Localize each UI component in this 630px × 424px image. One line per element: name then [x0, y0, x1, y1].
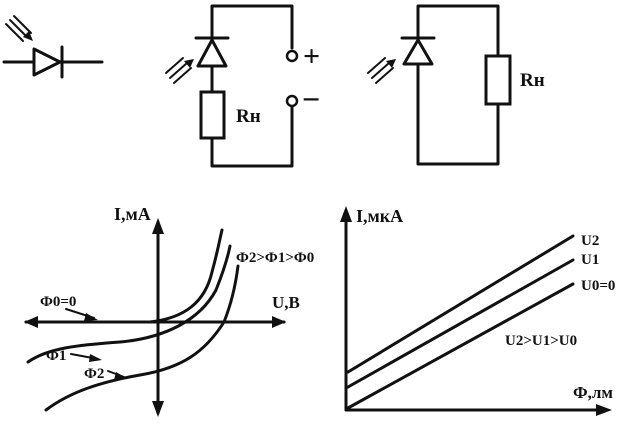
- circuit-closed-loop: Rн: [367, 4, 545, 166]
- light-rays-icon: [5, 15, 33, 42]
- light-rays-icon: [367, 57, 396, 84]
- voltage-relation-label: U2>U1>U0: [505, 333, 577, 349]
- light-characteristic-graph: I,мкА Ф,лм U2 U1 U0=0 U2>U1>U0: [340, 206, 615, 416]
- line-label-u0: U0=0: [581, 278, 615, 294]
- x-axis-label-right: Ф,лм: [573, 383, 613, 402]
- load-label: Rн: [236, 106, 261, 127]
- x-axis-label-left: U,В: [272, 293, 300, 312]
- curve-label-f0: Ф0=0: [40, 294, 76, 310]
- iv-characteristic-graph: I,мА U,В Ф2>Ф1>Ф0 Ф0=0 Ф1 Ф2: [24, 204, 314, 417]
- y-axis-label-right: I,мкА: [356, 206, 403, 226]
- load-resistor: [484, 54, 512, 106]
- line-u1: [346, 258, 575, 389]
- line-label-u1: U1: [581, 252, 599, 268]
- terminal-minus: [285, 94, 299, 108]
- light-rays-icon: [165, 57, 194, 84]
- line-label-u2: U2: [581, 233, 599, 249]
- load-label: Rн: [520, 70, 545, 91]
- load-resistor: [199, 90, 226, 140]
- line-u2: [346, 234, 575, 374]
- circuit-with-source: Rн + −: [165, 4, 320, 168]
- y-axis-label-left: I,мА: [114, 204, 151, 224]
- photodiode-symbol: [2, 15, 104, 79]
- flux-relation-label: Ф2>Ф1>Ф0: [236, 250, 314, 266]
- curve-f2: [44, 264, 240, 412]
- curve-label-f2: Ф2: [84, 366, 104, 382]
- curve-f0: [60, 228, 224, 324]
- curve-label-f1: Ф1: [46, 348, 66, 364]
- minus-label: −: [302, 81, 320, 117]
- curve-f1: [26, 244, 232, 364]
- terminal-plus: [285, 49, 299, 63]
- plus-label: +: [303, 40, 320, 73]
- line-u0: [346, 282, 575, 410]
